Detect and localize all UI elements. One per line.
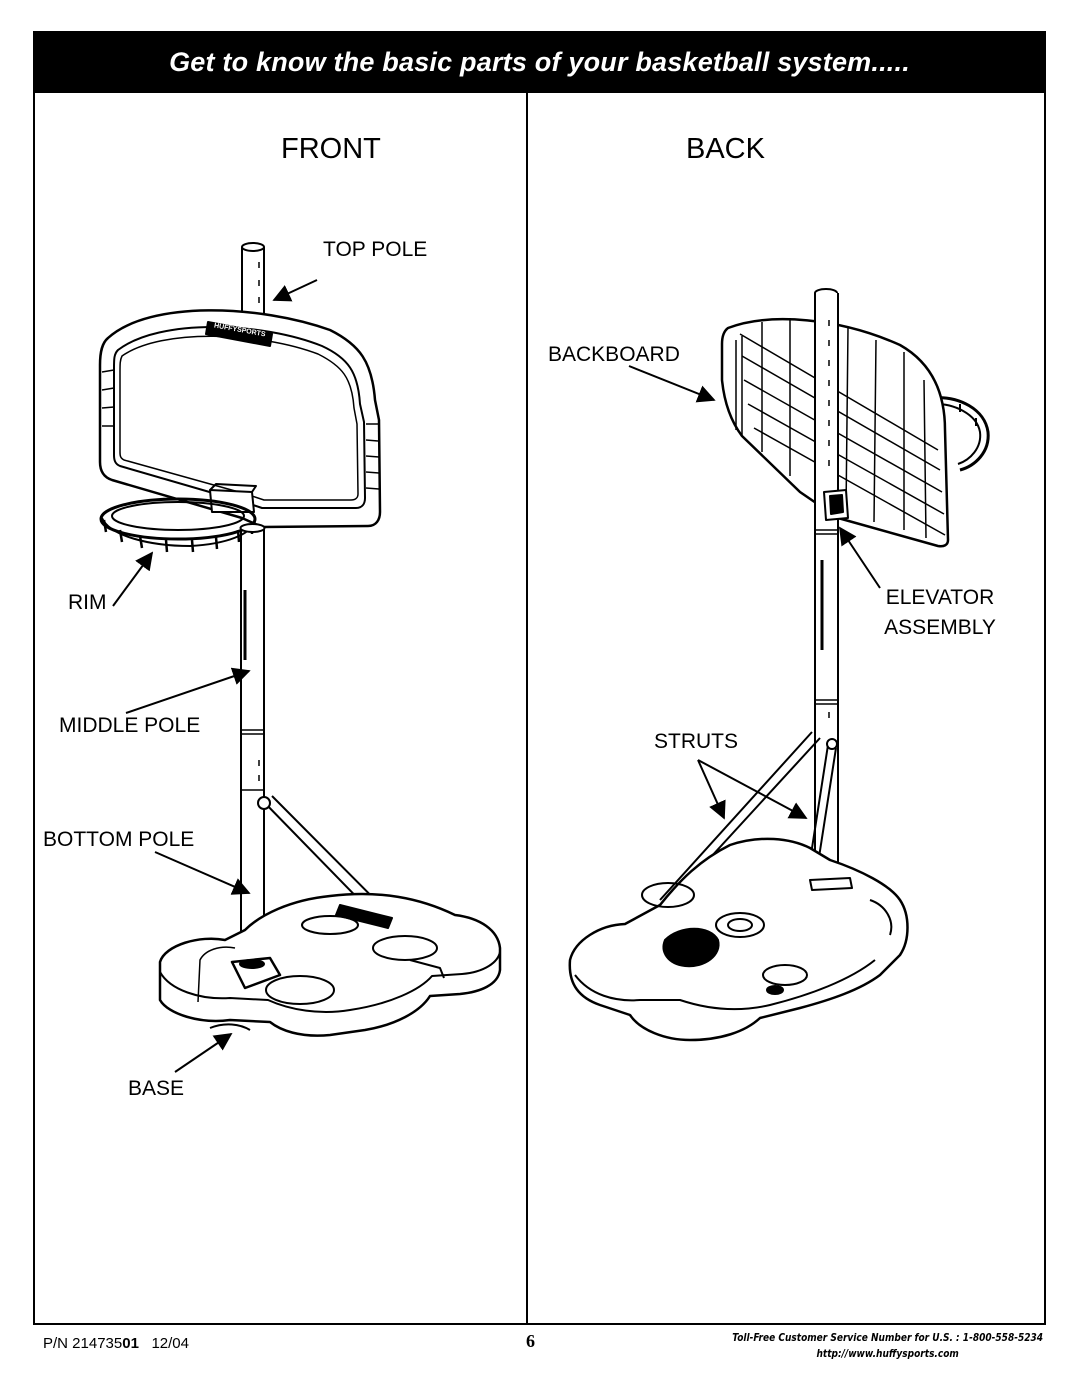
arrow-struts-right: [697, 759, 808, 819]
back-heading: BACK: [686, 133, 765, 165]
arrow-elevator-assembly: [839, 526, 881, 589]
service-phone-line: Toll-Free Customer Service Number for U.…: [732, 1331, 1043, 1344]
back-elevator-assembly: [815, 489, 849, 535]
label-elevator-line1: ELEVATOR: [885, 586, 995, 609]
label-top-pole: TOP POLE: [323, 238, 428, 261]
title-banner: Get to know the basic parts of your bask…: [33, 31, 1046, 93]
part-number-prefix: P/N 214735: [43, 1335, 123, 1352]
front-base: [158, 892, 502, 1037]
label-bottom-pole: BOTTOM POLE: [43, 828, 195, 851]
arrow-backboard: [628, 365, 716, 403]
revision-date: 12/04: [151, 1335, 189, 1352]
website-link[interactable]: http://www.huffysports.com: [816, 1347, 959, 1360]
part-number: P/N 21473501 12/04: [43, 1335, 189, 1352]
label-struts: STRUTS: [654, 730, 738, 753]
label-elevator-line2: ASSEMBLY: [884, 616, 996, 639]
label-backboard: BACKBOARD: [548, 343, 680, 366]
arrow-rim: [112, 551, 154, 607]
arrow-base: [174, 1032, 233, 1073]
part-number-suffix: 01: [122, 1335, 139, 1352]
front-view-drawing: HUFFYSPORTS: [98, 242, 502, 1073]
page-title: Get to know the basic parts of your bask…: [169, 46, 910, 77]
front-middle-pole: [239, 523, 266, 790]
service-info: Toll-Free Customer Service Number for U.…: [732, 1330, 1043, 1362]
arrow-bottom-pole: [154, 851, 251, 895]
front-backboard: [98, 309, 382, 529]
front-heading: FRONT: [281, 133, 381, 165]
arrow-top-pole: [272, 279, 318, 302]
front-top-pole: [241, 242, 265, 318]
front-arrows: [112, 279, 318, 1073]
back-pole: [814, 288, 839, 880]
label-middle-pole: MIDDLE POLE: [59, 714, 201, 737]
label-base: BASE: [128, 1077, 185, 1100]
label-elevator: ELEVATOR ASSEMBLY: [878, 583, 1002, 643]
arrow-middle-pole: [125, 667, 251, 714]
back-rim: [927, 396, 990, 472]
front-rim: [99, 483, 257, 553]
back-view-drawing: [568, 288, 990, 1042]
arrow-struts-left: [697, 759, 726, 820]
column-divider: [526, 93, 528, 1325]
back-base: [568, 837, 909, 1042]
page-number: 6: [526, 1331, 535, 1351]
back-arrows: [628, 365, 881, 820]
label-rim: RIM: [68, 591, 107, 614]
